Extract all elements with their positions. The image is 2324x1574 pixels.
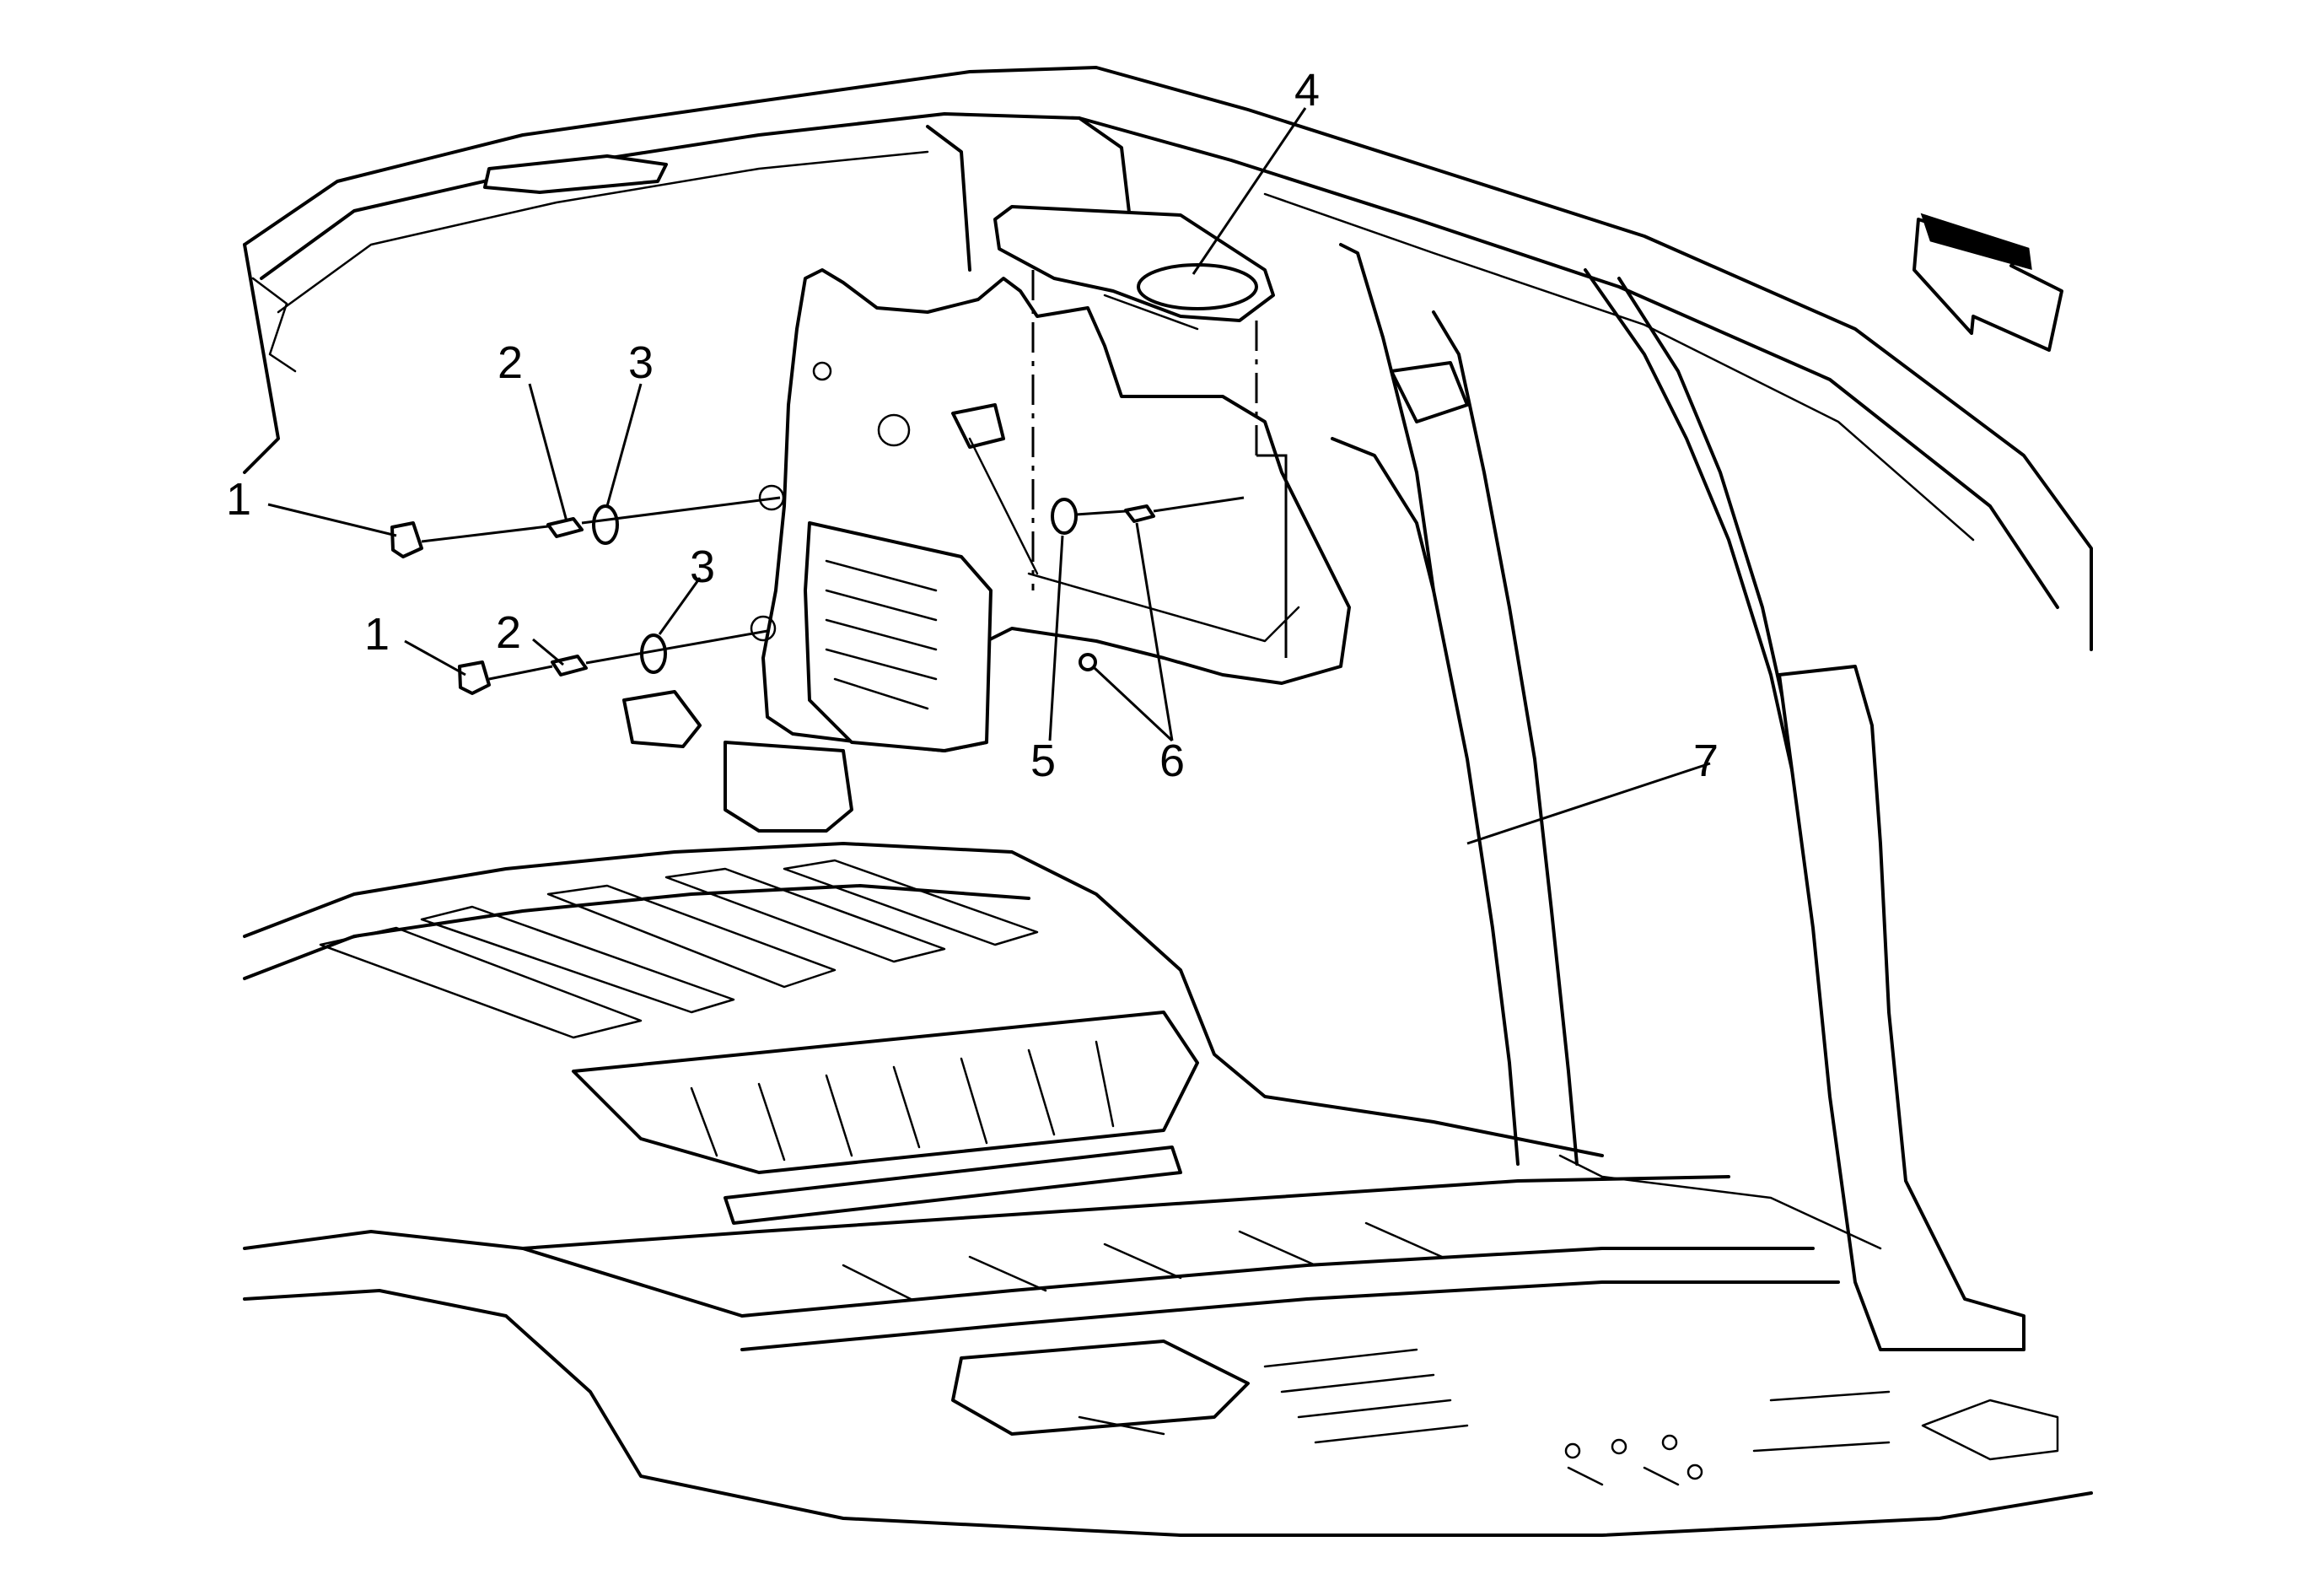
callout-3-upper: 3: [628, 337, 654, 388]
upper-trim-cover: [993, 205, 1275, 331]
screw-bottom: [1079, 653, 1097, 671]
callout-6: 6: [1159, 736, 1185, 786]
screw-lower: [551, 655, 588, 676]
assembly-lines: [421, 270, 1288, 681]
forward-direction-arrow-icon: [1912, 213, 2063, 352]
grommet-upper: [592, 504, 619, 545]
b-pillar-trim: [1331, 243, 2025, 1351]
quarter-trim-panel: [622, 268, 1351, 833]
callout-2-lower: 2: [496, 607, 521, 658]
floor-bolt: [1611, 1438, 1627, 1455]
roof-frame: [243, 66, 2093, 651]
leader-lines: [267, 107, 1711, 845]
callout-1-upper: 1: [226, 474, 251, 525]
callout-3-lower: 3: [690, 542, 715, 592]
retainer-lower: [458, 660, 491, 695]
callout-5: 5: [1030, 736, 1056, 786]
screw-right: [1124, 504, 1155, 523]
cargo-floor: [243, 842, 2093, 1537]
floor-bolt: [1564, 1442, 1581, 1459]
callout-7: 7: [1693, 736, 1719, 786]
retainer-upper: [390, 521, 423, 558]
floor-bolt: [1661, 1434, 1678, 1451]
grommet-right: [1051, 498, 1078, 535]
screw-upper: [546, 517, 584, 538]
callout-1-lower: 1: [364, 609, 390, 660]
callout-2-upper: 2: [498, 337, 523, 388]
floor-bolt: [1687, 1463, 1703, 1480]
callouts: 1 1 2 2 3 3 4 5 6 7: [226, 65, 1719, 786]
callout-4: 4: [1294, 65, 1320, 116]
fasteners: [390, 498, 1703, 1480]
